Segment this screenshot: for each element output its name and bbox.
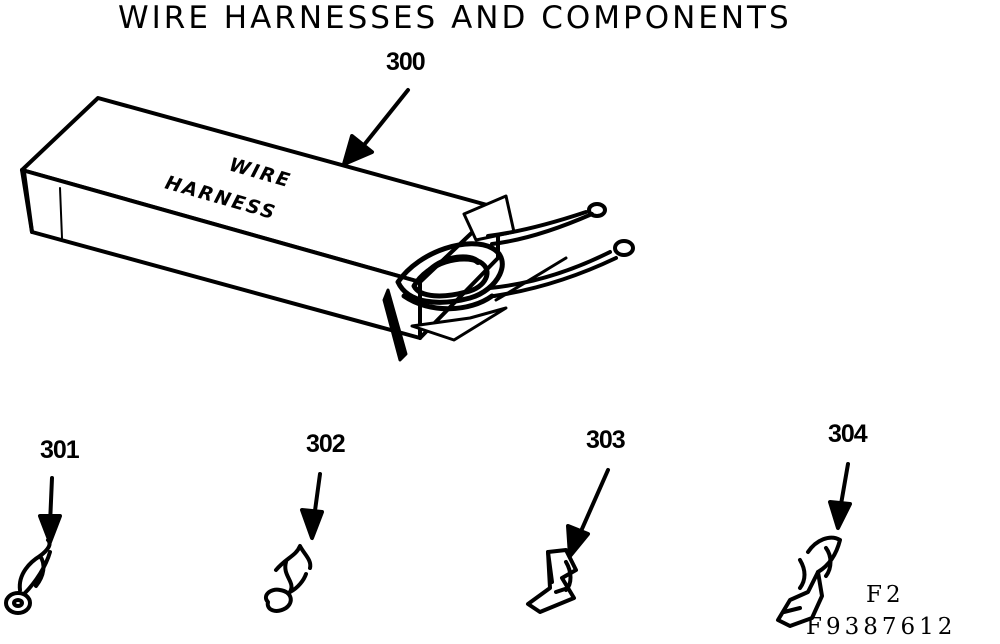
harness-box (20, 96, 516, 362)
callout-301: 301 (40, 436, 80, 464)
figure-code-short: F2 (866, 582, 905, 608)
callout-300: 300 (386, 48, 426, 76)
harness-leads (486, 202, 635, 302)
arrow-300 (342, 88, 410, 166)
figure-code-part: F9387612 (806, 614, 957, 640)
harness-coil (395, 241, 505, 312)
callout-302: 302 (306, 430, 346, 458)
callout-304: 304 (828, 420, 868, 448)
diagram-title: WIRE HARNESSES AND COMPONENTS (118, 0, 792, 36)
terminal-304 (776, 462, 852, 628)
terminal-303 (526, 468, 610, 614)
callout-303: 303 (586, 426, 626, 454)
terminal-302 (263, 472, 324, 613)
terminal-301 (4, 476, 62, 615)
